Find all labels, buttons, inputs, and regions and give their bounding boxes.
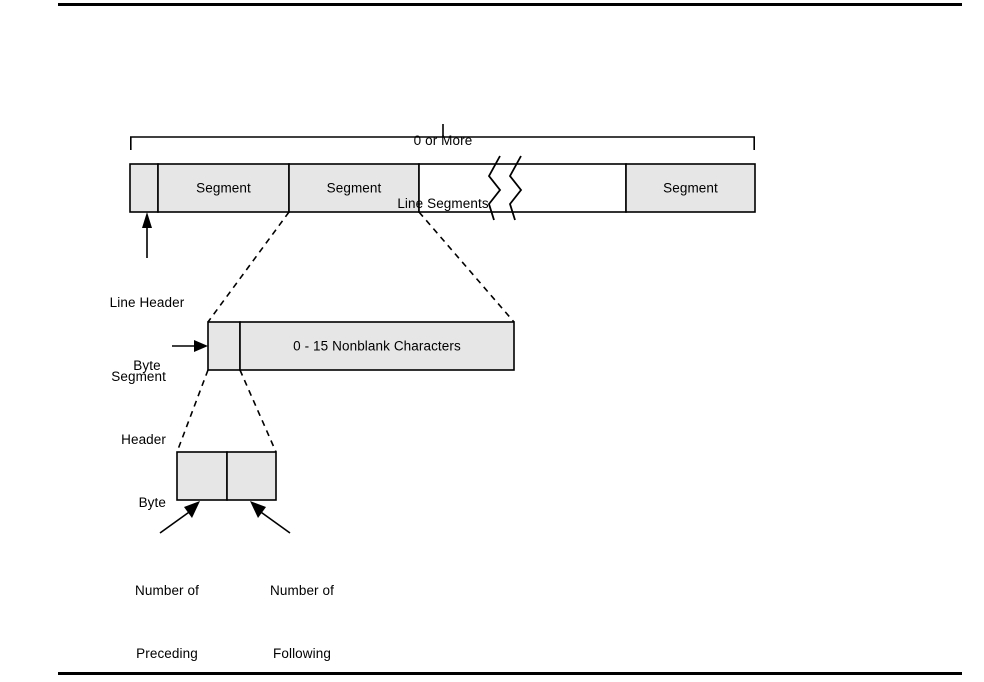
preceding-blanks-callout-line1: Number of	[135, 583, 199, 598]
line-record-bar	[129, 155, 756, 221]
segment-header-byte-callout-line1: Segment	[111, 369, 166, 384]
line-header-byte-callout-line2: Byte	[133, 358, 161, 373]
line-segment-cell-1-label: Segment	[196, 180, 251, 196]
segment-header-byte-callout: Segment Header Byte	[0, 324, 166, 555]
segment-expansion-guides	[207, 211, 515, 323]
segment-header-byte-callout-line2: Header	[121, 432, 166, 447]
line-header-byte-callout: Line Header Byte	[62, 250, 232, 418]
following-nonblank-cell	[226, 451, 277, 501]
segment-header-byte-arrow-icon	[172, 340, 208, 352]
line-segment-cell-last	[625, 163, 756, 213]
line-header-byte-arrow-icon	[142, 212, 152, 258]
following-nonblank-callout-line1: Number of	[270, 583, 334, 598]
preceding-blanks-arrow-icon	[159, 501, 200, 534]
preceding-blanks-cell	[176, 451, 228, 501]
line-header-byte-callout-line1: Line Header	[109, 295, 185, 310]
preceding-blanks-callout: Number of Preceding Blanks	[87, 538, 247, 682]
header-byte-detail-bar	[176, 451, 277, 501]
preceding-blanks-callout-line2: Preceding	[136, 646, 198, 661]
segment-header-byte-callout-line3: Byte	[138, 495, 166, 510]
bracket-caption: 0 or More Line Segments	[333, 88, 553, 256]
segment-characters-label: 0 - 15 Nonblank Characters	[293, 338, 461, 354]
following-nonblank-callout-line2: Following	[273, 646, 331, 661]
break-symbol-icon	[487, 155, 523, 221]
line-ellipsis-cell	[418, 163, 627, 213]
line-segment-cell-2-label: Segment	[326, 180, 382, 196]
segment-characters-cell	[239, 321, 515, 371]
line-segments-bracket	[130, 124, 756, 150]
bracket-caption-line1: 0 or More	[413, 133, 473, 148]
bracket-caption-line2: Line Segments	[397, 196, 489, 211]
segment-detail-bar	[207, 321, 515, 371]
header-byte-expansion-guides	[176, 369, 277, 453]
line-segment-cell-last-label: Segment	[663, 180, 718, 196]
following-nonblank-callout: Number of Following Nonblank Characters	[222, 538, 382, 682]
following-nonblank-arrow-icon	[250, 501, 291, 534]
line-header-byte-cell	[129, 163, 159, 213]
